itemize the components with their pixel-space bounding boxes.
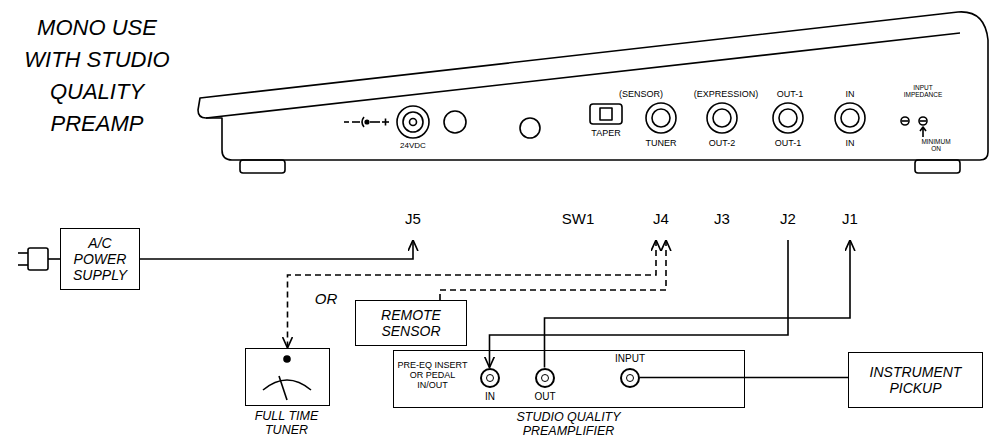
minimum-arrow [920, 127, 926, 137]
tuner-box: FULL TIME TUNER [245, 348, 330, 406]
tuner-lamp [284, 356, 290, 362]
trim-pot [901, 117, 909, 125]
part-label: TUNER [646, 138, 677, 148]
part-label: INPUT [615, 353, 645, 365]
signal-wire [545, 240, 851, 368]
part-label: J1 [842, 210, 858, 227]
pedal-foot [240, 160, 285, 173]
part-label: STUDIO QUALITY PREAMPLIFIER [504, 410, 634, 439]
part-label: IN [485, 391, 495, 403]
box-text: REMOTE SENSOR [362, 307, 460, 339]
jack-out: OUT [535, 368, 555, 388]
jack [713, 109, 731, 127]
part-label: (SENSOR) [619, 89, 663, 99]
part-label: IN [846, 89, 855, 99]
part-label: OUT [534, 391, 555, 403]
part-label: J5 [405, 210, 421, 227]
polarity-symbol [385, 119, 387, 126]
plug-prong [18, 252, 28, 254]
part-label: TAPER [591, 128, 620, 138]
taper-switch [590, 104, 622, 124]
box-text: INSTRUMENT PICKUP [855, 364, 976, 396]
part-label: PRE-EQ INSERT OR PEDAL IN/OUT [398, 360, 468, 391]
signal-wire [288, 240, 657, 348]
part-label: SW1 [562, 210, 595, 227]
jack-input: INPUT [620, 368, 640, 388]
jack [646, 103, 676, 133]
box-text: A/C POWER SUPPLY [67, 235, 133, 283]
jack-inner-ring [541, 374, 549, 382]
jack-in: IN [480, 368, 500, 388]
part-label: OUT-1 [775, 138, 802, 148]
knob [520, 118, 540, 138]
jack [835, 103, 865, 133]
remote-sensor-box: REMOTE SENSOR [355, 300, 467, 346]
jack-inner-ring [486, 374, 494, 382]
trim-pot [920, 120, 926, 122]
plug-prong [18, 264, 28, 266]
part-label: OUT-2 [709, 138, 736, 148]
part-label: (EXPRESSION) [694, 89, 759, 99]
part-label: J3 [714, 210, 730, 227]
taper-switch [600, 108, 612, 120]
plug-cord [48, 258, 60, 260]
part-label: MINIMUM ON [916, 138, 956, 153]
or-label: OR [315, 290, 338, 307]
polarity-symbol [352, 121, 360, 123]
preamplifier-box: PRE-EQ INSERT OR PEDAL IN/OUTSTUDIO QUAL… [393, 350, 745, 408]
knob [444, 111, 466, 133]
diagram-title: MONO USE WITH STUDIO QUALITY PREAMP [17, 12, 177, 140]
jack [652, 109, 670, 127]
pedal-foot [915, 160, 960, 173]
polarity-symbol [370, 121, 380, 123]
instrument-pickup-box: INSTRUMENT PICKUP [848, 352, 983, 408]
signal-wire [440, 240, 666, 300]
part-label: 24VDC [400, 141, 426, 150]
jack-inner-ring [626, 374, 634, 382]
treadle-edge [206, 33, 960, 118]
part-label: IN [846, 138, 855, 148]
signal-wire [490, 240, 789, 368]
part-label: J2 [780, 210, 796, 227]
trim-pot [902, 120, 908, 122]
part-label: INPUT IMPEDANCE [901, 84, 945, 99]
pedal-unit: 24VDCTAPER(SENSOR)(EXPRESSION)OUT-1INTUN… [195, 5, 993, 240]
tuner-meter-scale [263, 380, 311, 390]
pedal-outline [198, 12, 988, 160]
jack [707, 103, 737, 133]
part-label: J4 [653, 210, 669, 227]
dc-jack [403, 112, 423, 132]
tuner-needle [279, 376, 287, 400]
power-supply-box: A/C POWER SUPPLY [60, 228, 140, 290]
polarity-symbol [362, 117, 364, 127]
dc-jack [397, 106, 429, 138]
jack [779, 109, 797, 127]
jack [773, 103, 803, 133]
dc-jack [410, 119, 417, 126]
plug-body [28, 248, 48, 270]
signal-wire [140, 240, 413, 259]
signal-wire [640, 377, 849, 379]
trim-pot [919, 117, 927, 125]
part-label: OUT-1 [777, 89, 804, 99]
polarity-symbol [344, 121, 349, 123]
polarity-symbol [365, 120, 369, 124]
part-label: FULL TIME TUNER [247, 409, 327, 438]
jack [841, 109, 859, 127]
